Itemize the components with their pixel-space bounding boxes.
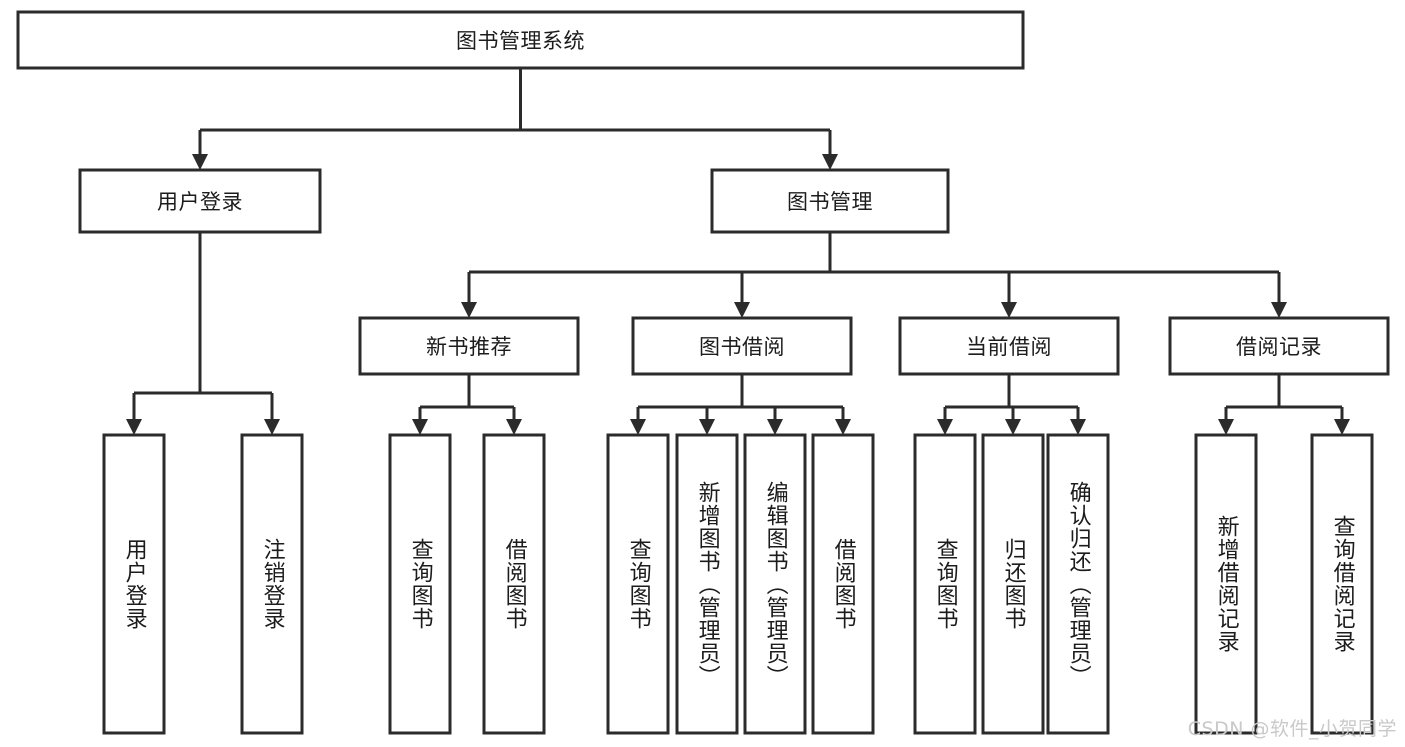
- node-box-leaf-add-book-admin[interactable]: [675, 433, 739, 735]
- node-box-layer: [16, 10, 1390, 735]
- node-box-root[interactable]: [16, 10, 1025, 70]
- connector-current-to-leaves: [937, 374, 1086, 435]
- node-box-leaf-edit-book-admin[interactable]: [743, 433, 807, 735]
- connector-recommend-to-leaves: [412, 374, 522, 435]
- connector-layer: [126, 68, 1350, 435]
- node-box-book-manage[interactable]: [710, 168, 950, 234]
- node-box-leaf-return-book[interactable]: [981, 433, 1045, 735]
- node-box-leaf-add-borrow-record[interactable]: [1194, 433, 1258, 735]
- connector-borrow-to-leaves: [630, 374, 851, 435]
- node-box-leaf-borrow-book[interactable]: [811, 433, 875, 735]
- node-box-user-login[interactable]: [78, 168, 322, 234]
- connector-user-login-to-leaves: [126, 232, 280, 435]
- node-box-leaf-logout[interactable]: [240, 433, 304, 735]
- node-box-leaf-borrow-book-recommend[interactable]: [482, 433, 546, 735]
- node-box-leaf-confirm-return-admin[interactable]: [1046, 433, 1110, 735]
- connector-book-manage-to-level2: [461, 232, 1287, 318]
- node-box-leaf-query-book-recommend[interactable]: [388, 433, 452, 735]
- node-box-current-borrow[interactable]: [898, 316, 1120, 376]
- node-box-leaf-query-book-borrow[interactable]: [606, 433, 670, 735]
- node-box-book-borrow[interactable]: [631, 316, 853, 376]
- node-box-borrow-record[interactable]: [1168, 316, 1390, 376]
- connector-root-to-level1: [192, 68, 838, 170]
- node-box-leaf-query-book-current[interactable]: [913, 433, 977, 735]
- connector-record-to-leaves: [1218, 374, 1350, 435]
- node-box-leaf-query-borrow-record[interactable]: [1310, 433, 1374, 735]
- node-box-new-book-recommend[interactable]: [358, 316, 580, 376]
- node-box-leaf-user-login[interactable]: [102, 433, 166, 735]
